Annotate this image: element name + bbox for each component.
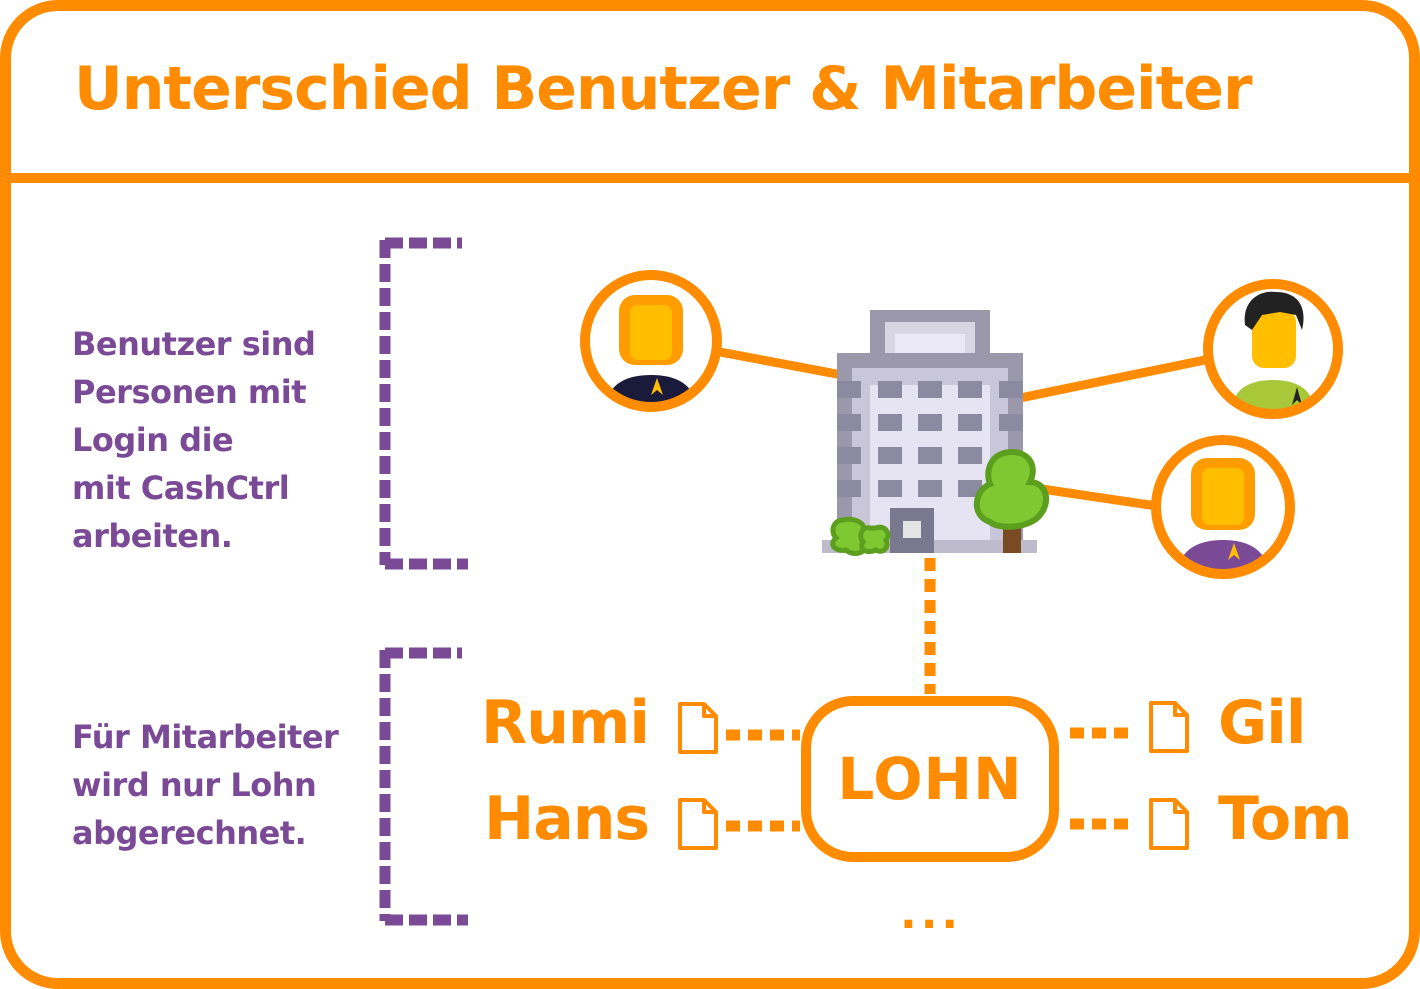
users-description-line: Benutzer sind (72, 325, 316, 363)
man-avatar-icon (1232, 380, 1314, 412)
employees-description: Für Mitarbeiter wird nur Lohn abgerechne… (72, 713, 339, 857)
more-indicator: ... (900, 888, 963, 939)
connector-line (1030, 483, 1155, 510)
employee-name-rumi: Rumi (481, 688, 650, 758)
users-description: Benutzer sind Personen mit Login die mit… (72, 320, 316, 560)
users-description-line: arbeiten. (72, 517, 233, 555)
connector-line (1015, 355, 1210, 403)
document-icons (678, 701, 1189, 850)
document-icon (1149, 701, 1189, 753)
user-avatar-2 (1203, 279, 1343, 419)
employees-bracket (379, 647, 468, 926)
document-icon (1149, 798, 1189, 850)
users-description-line: Personen mit (72, 373, 306, 411)
document-icon (678, 702, 718, 754)
employee-name-tom: Tom (1218, 784, 1353, 854)
employees-description-line: wird nur Lohn (72, 766, 317, 804)
office-building-icon (822, 310, 1050, 556)
header-divider (0, 173, 1420, 183)
employees-description-line: Für Mitarbeiter (72, 718, 339, 756)
payroll-label: LOHN (837, 745, 1023, 813)
users-bracket (379, 237, 468, 570)
connector-line (715, 347, 847, 380)
users-description-line: Login die (72, 421, 234, 459)
page-title: Unterschied Benutzer & Mitarbeiter (74, 54, 1253, 124)
user-avatar-3 (1151, 435, 1295, 579)
user-connectors (715, 347, 1210, 510)
document-icon (678, 798, 718, 850)
employee-name-gil: Gil (1218, 688, 1306, 758)
payroll-box: LOHN (801, 696, 1059, 862)
users-description-line: mit CashCtrl (72, 469, 290, 507)
employees-description-line: abgerechnet. (72, 814, 307, 852)
payroll-links (726, 727, 1136, 832)
user-avatar-1 (580, 270, 722, 412)
employee-name-hans: Hans (484, 784, 650, 854)
